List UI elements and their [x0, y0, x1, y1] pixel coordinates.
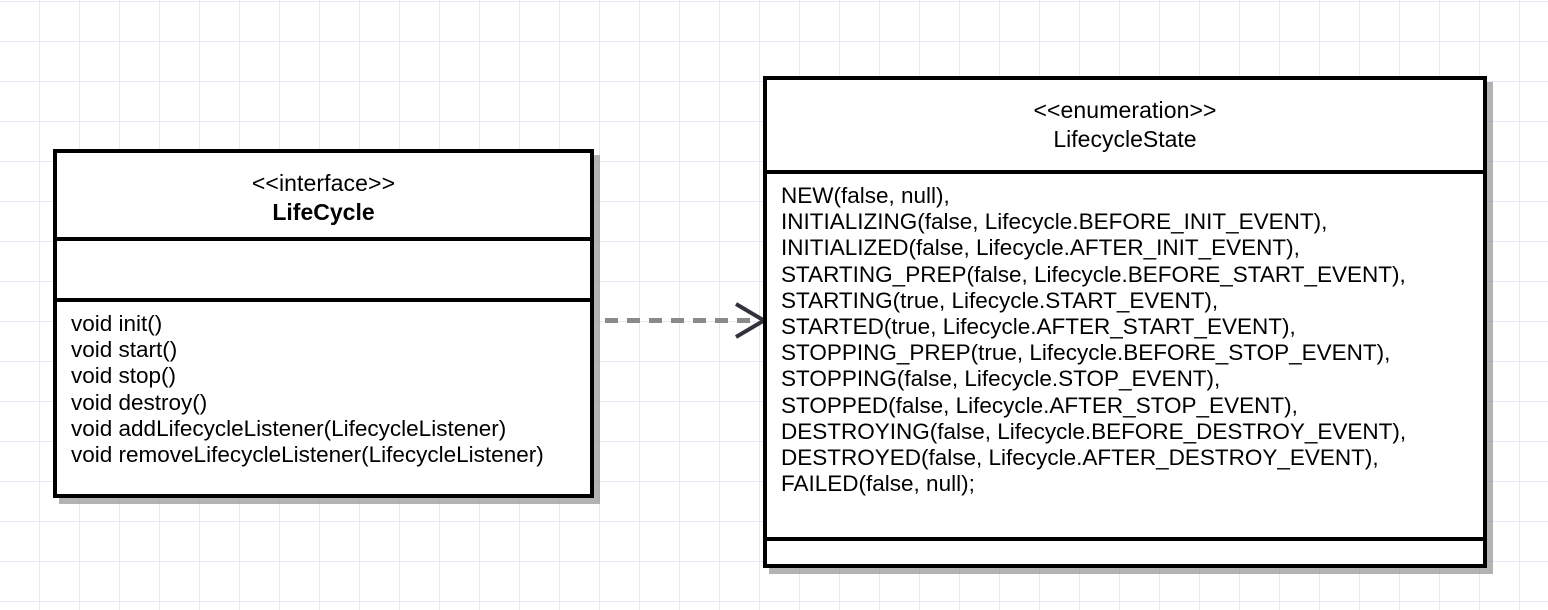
enum-literal-row: FAILED(false, null); [781, 471, 975, 497]
uml-class-enumeration-lifecyclestate[interactable]: <<enumeration>> LifecycleState NEW(false… [763, 76, 1487, 568]
method-row: void stop() [71, 363, 177, 389]
enum-literal-row: DESTROYING(false, Lifecycle.BEFORE_DESTR… [781, 418, 1407, 444]
method-row: void removeLifecycleListener(LifecycleLi… [71, 442, 544, 468]
enum-literal-row: STARTING_PREP(false, Lifecycle.BEFORE_ST… [781, 261, 1406, 287]
method-row: void addLifecycleListener(LifecycleListe… [71, 415, 507, 441]
enum-extra-compartment [767, 537, 1483, 564]
enum-literal-row: DESTROYED(false, Lifecycle.AFTER_DESTROY… [781, 445, 1379, 471]
enum-literal-row: STOPPING_PREP(true, Lifecycle.BEFORE_STO… [781, 340, 1391, 366]
enum-literal-row: INITIALIZED(false, Lifecycle.AFTER_INIT_… [781, 235, 1300, 261]
enum-literal-row: NEW(false, null), [781, 183, 950, 208]
enum-literal-row: STARTED(true, Lifecycle.AFTER_START_EVEN… [781, 314, 1296, 340]
enum-literal-row: STOPPED(false, Lifecycle.AFTER_STOP_EVEN… [781, 392, 1298, 418]
dependency-connector[interactable] [600, 296, 772, 346]
interface-attributes-compartment [57, 237, 590, 298]
interface-stereotype: <<interface>> [251, 170, 396, 196]
method-row: void init() [71, 311, 163, 336]
enum-literal-row: STARTING(true, Lifecycle.START_EVENT), [781, 287, 1219, 313]
enum-header-compartment: <<enumeration>> LifecycleState [767, 80, 1483, 170]
interface-methods-compartment: void init() void start() void stop() voi… [57, 298, 590, 494]
enum-stereotype: <<enumeration>> [1033, 97, 1217, 123]
method-row: void start() [71, 337, 178, 363]
method-row: void destroy() [71, 389, 208, 415]
interface-header-compartment: <<interface>> LifeCycle [57, 153, 590, 237]
enum-name: LifecycleState [1053, 126, 1197, 153]
enum-literal-row: STOPPING(false, Lifecycle.STOP_EVENT), [781, 366, 1221, 392]
enum-literals-compartment: NEW(false, null), INITIALIZING(false, Li… [767, 170, 1483, 537]
enum-literal-row: INITIALIZING(false, Lifecycle.BEFORE_INI… [781, 209, 1328, 235]
interface-name: LifeCycle [272, 199, 375, 226]
uml-class-interface-lifecycle[interactable]: <<interface>> LifeCycle void init() void… [53, 149, 594, 498]
